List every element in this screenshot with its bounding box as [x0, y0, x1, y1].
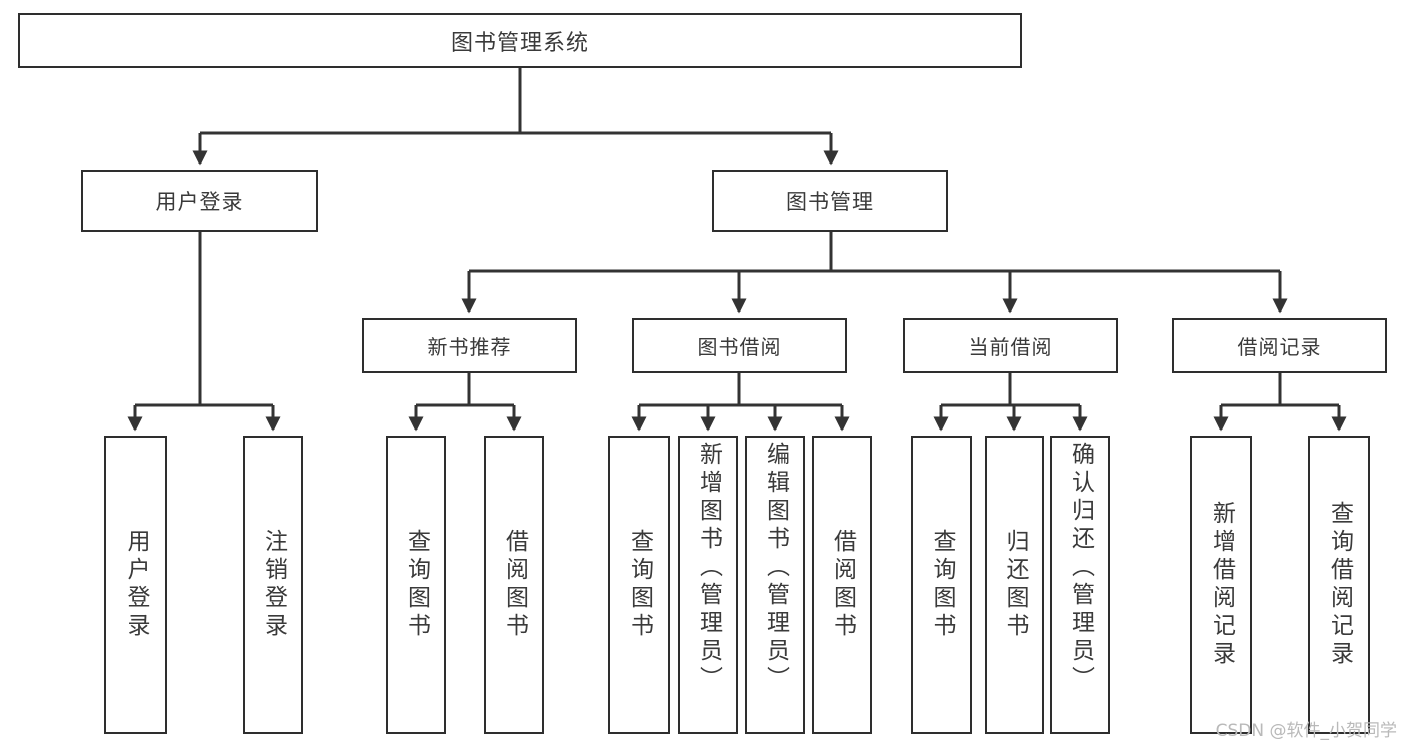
node-leaf-query-book-2-label: 查询图书	[626, 529, 653, 641]
node-leaf-edit-book[interactable]: 编辑图书（管理员）	[745, 436, 805, 734]
node-leaf-borrow-book-2-label: 借阅图书	[829, 529, 856, 641]
node-leaf-add-book-label: 新增图书（管理员）	[695, 442, 722, 694]
node-leaf-query-book-2[interactable]: 查询图书	[608, 436, 670, 734]
node-leaf-borrow-book-2[interactable]: 借阅图书	[812, 436, 872, 734]
node-leaf-confirm-return-label: 确认归还（管理员）	[1067, 442, 1094, 694]
node-borrow-record[interactable]: 借阅记录	[1172, 318, 1387, 373]
node-root[interactable]: 图书管理系统	[18, 13, 1022, 68]
node-leaf-user-login[interactable]: 用户登录	[104, 436, 167, 734]
node-book-manage[interactable]: 图书管理	[712, 170, 948, 232]
node-user-login-label: 用户登录	[155, 190, 244, 214]
node-leaf-query-book-3[interactable]: 查询图书	[911, 436, 972, 734]
node-current-borrow[interactable]: 当前借阅	[903, 318, 1118, 373]
node-leaf-return-book[interactable]: 归还图书	[985, 436, 1044, 734]
node-leaf-logout-label: 注销登录	[260, 529, 287, 641]
node-leaf-query-book-3-label: 查询图书	[929, 529, 955, 641]
node-book-borrow-label: 图书借阅	[697, 335, 782, 359]
watermark-text: CSDN @软件_小贺同学	[1215, 721, 1397, 741]
node-leaf-add-record-label: 新增借阅记录	[1208, 501, 1235, 669]
node-user-login[interactable]: 用户登录	[81, 170, 318, 232]
node-borrow-record-label: 借阅记录	[1237, 335, 1322, 359]
node-leaf-query-record[interactable]: 查询借阅记录	[1308, 436, 1370, 734]
node-leaf-return-book-label: 归还图书	[1002, 529, 1028, 641]
node-leaf-borrow-book-1[interactable]: 借阅图书	[484, 436, 544, 734]
node-new-book-rec[interactable]: 新书推荐	[362, 318, 577, 373]
node-book-borrow[interactable]: 图书借阅	[632, 318, 847, 373]
node-root-label: 图书管理系统	[450, 30, 589, 56]
node-leaf-add-record[interactable]: 新增借阅记录	[1190, 436, 1252, 734]
node-book-manage-label: 图书管理	[786, 190, 874, 214]
node-current-borrow-label: 当前借阅	[968, 335, 1053, 359]
node-leaf-query-book-1[interactable]: 查询图书	[386, 436, 446, 734]
node-leaf-logout[interactable]: 注销登录	[243, 436, 303, 734]
node-leaf-add-book[interactable]: 新增图书（管理员）	[678, 436, 738, 734]
node-leaf-query-record-label: 查询借阅记录	[1326, 501, 1353, 669]
node-leaf-user-login-label: 用户登录	[123, 529, 149, 641]
node-leaf-confirm-return[interactable]: 确认归还（管理员）	[1050, 436, 1110, 734]
node-leaf-query-book-1-label: 查询图书	[403, 529, 430, 641]
node-new-book-rec-label: 新书推荐	[427, 335, 512, 359]
node-leaf-edit-book-label: 编辑图书（管理员）	[762, 442, 789, 694]
node-leaf-borrow-book-1-label: 借阅图书	[501, 529, 528, 641]
